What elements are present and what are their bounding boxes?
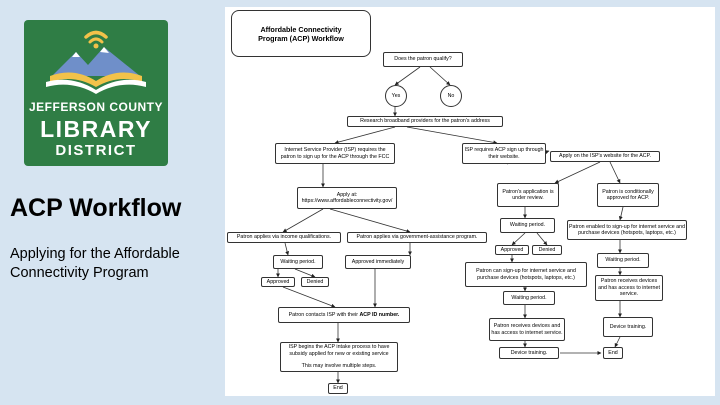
node-isp-requires-fcc: Internet Service Provider (ISP) requires… — [275, 143, 395, 164]
node-yes: Yes — [385, 85, 407, 107]
slide-subtitle: Applying for the Affordable Connectivity… — [10, 246, 180, 281]
node-approved-isp: Approved — [495, 245, 529, 255]
node-approved-income: Approved — [261, 277, 295, 287]
node-receives-devices-enabled: Patron receives devices and has access t… — [595, 275, 663, 301]
logo-line-district: DISTRICT — [55, 142, 137, 159]
node-waiting-period-enabled: Waiting period. — [597, 253, 649, 268]
slide-title: ACP Workflow — [10, 194, 182, 222]
logo-line-library: LIBRARY — [40, 116, 152, 142]
node-apply-fcc: Apply at: https://www.affordableconnecti… — [297, 187, 397, 209]
node-no: No — [440, 85, 462, 107]
node-government-assistance: Patron applies via government-assistance… — [347, 232, 487, 243]
node-end-right: End — [603, 347, 623, 359]
node-approved-immediately: Approved immediately — [345, 255, 411, 269]
node-denied-income: Denied — [301, 277, 329, 287]
node-signup-devices: Patron can sign-up for internet service … — [465, 262, 587, 287]
node-waiting-period-isp: Waiting period. — [500, 218, 555, 233]
node-denied-isp: Denied — [532, 245, 562, 255]
node-apply-isp: Apply on the ISP's website for the ACP. — [550, 151, 660, 162]
node-under-review: Patron's application is under review. — [497, 183, 559, 207]
logo-line-county: JEFFERSON COUNTY — [28, 100, 163, 114]
logo-graphic — [46, 30, 146, 94]
node-receives-devices: Patron receives devices and has access t… — [489, 318, 565, 341]
node-isp-intake: ISP begins the ACP intake process to hav… — [280, 342, 398, 372]
node-conditional-approval: Patron is conditionally approved for ACP… — [597, 183, 659, 207]
node-contact-isp: Patron contacts ISP with their ACP ID nu… — [278, 307, 410, 323]
node-waiting-period-income: Waiting period. — [273, 255, 323, 269]
node-research: Research broadband providers for the pat… — [347, 116, 503, 127]
node-isp-requires-website: ISP requires ACP sign up through their w… — [462, 143, 546, 164]
node-device-training-enabled: Device training. — [603, 317, 653, 337]
node-device-training: Device training. — [499, 347, 559, 359]
node-waiting-period-signup: Waiting period. — [503, 291, 555, 305]
node-qualify: Does the patron qualify? — [383, 52, 463, 67]
node-income-qualification: Patron applies via income qualifications… — [227, 232, 341, 243]
library-logo: JEFFERSON COUNTY LIBRARY DISTRICT — [24, 20, 168, 166]
node-end-left: End — [328, 383, 348, 394]
node-enabled-signup: Patron enabled to sign-up for internet s… — [567, 220, 687, 240]
